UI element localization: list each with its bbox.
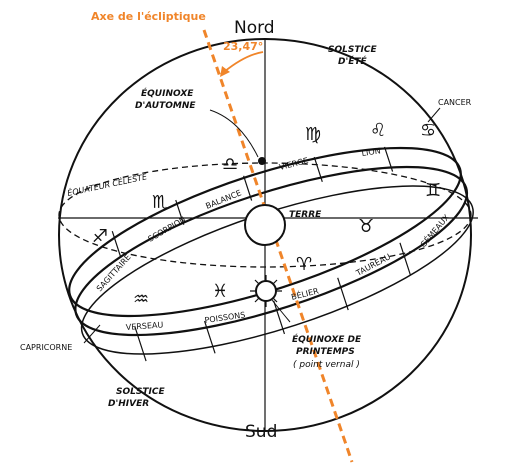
summer-solstice-label-2: D'ÉTÉ — [338, 55, 368, 67]
celestial-sphere-outline — [58, 38, 472, 432]
spring-equinox-label-1: ÉQUINOXE DE — [292, 333, 362, 345]
sign-vierge: VIERGE — [278, 156, 309, 172]
cancer-leader — [427, 107, 441, 123]
capricorn-label: CAPRICORNE — [20, 343, 72, 352]
sign-balance: BALANCE — [204, 188, 242, 210]
autumn-equinox-leader — [209, 109, 259, 158]
earth — [244, 204, 286, 246]
sun-disk — [255, 280, 277, 302]
south-label: Sud — [245, 422, 277, 442]
tilt-angle-label: 23,47° — [223, 40, 263, 53]
glyph-leo: ♌ — [370, 120, 386, 141]
tilt-angle-arrowhead — [220, 66, 230, 77]
celestial-equator-label: ÉQUATEUR CÉLESTE — [66, 170, 149, 198]
glyph-aquarius: ♒ — [133, 289, 149, 310]
zodiac-band — [68, 146, 474, 362]
sign-lion: LION — [361, 146, 381, 158]
tilt-angle-arc — [223, 51, 264, 73]
spring-equinox-label-2: PRINTEMPS — [296, 347, 355, 357]
spring-equinox-leader — [271, 299, 291, 323]
glyph-sagittarius: ♐ — [92, 226, 108, 247]
autumn-equinox-label-1: ÉQUINOXE — [141, 87, 194, 99]
ecliptic-axis-label: Axe de l'écliptique — [91, 10, 206, 23]
winter-solstice-label-1: SOLSTICE — [116, 387, 165, 397]
glyph-scorpio: ♏ — [152, 192, 168, 213]
sign-gemeaux: GÉMEAUX — [417, 211, 451, 249]
ecliptic-axis — [202, 29, 354, 463]
summer-solstice-label-1: SOLSTICE — [328, 45, 377, 55]
glyph-cancer: ♋ — [420, 120, 436, 141]
glyph-libra: ♎ — [222, 154, 238, 175]
glyph-aries: ♈ — [296, 254, 312, 275]
autumn-equinox-point — [258, 157, 266, 165]
earth-label: TERRE — [289, 210, 322, 220]
glyph-virgo: ♍ — [305, 124, 321, 145]
sign-scorpion: SCORPION — [147, 215, 188, 244]
autumn-equinox-label-2: D'AUTOMNE — [135, 101, 196, 111]
sign-poissons: POISSONS — [204, 310, 246, 325]
north-label: Nord — [234, 18, 275, 38]
capricorn-leader — [83, 324, 101, 344]
cancer-label: CANCER — [438, 98, 472, 107]
sign-belier: BÉLIER — [290, 284, 320, 302]
glyph-pisces: ♓ — [212, 281, 228, 302]
glyph-taurus: ♉ — [358, 216, 374, 237]
glyph-gemini: ♊ — [425, 180, 441, 201]
sign-verseau: VERSEAU — [126, 320, 164, 332]
spring-equinox-label-3: ( point vernal ) — [293, 360, 360, 370]
winter-solstice-label-2: D'HIVER — [108, 399, 149, 409]
